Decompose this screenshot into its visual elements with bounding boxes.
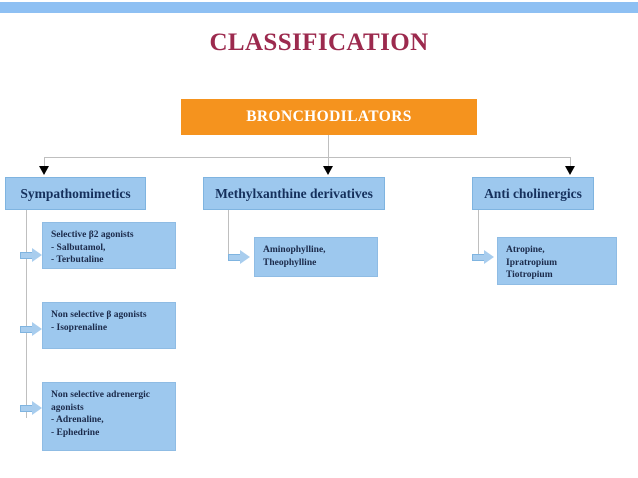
detail-node-line: Non selective β agonists: [51, 310, 147, 320]
connector-branch-left: [44, 157, 45, 174]
root-node-bronchodilators[interactable]: BRONCHODILATORS: [181, 99, 477, 135]
arrow-down-icon: [565, 166, 575, 175]
block-arrow-shaft: [228, 254, 241, 261]
block-arrow-right-icon: [20, 322, 42, 336]
detail-node-line: - Terbutaline: [51, 255, 104, 265]
detail-node-line: Aminophylline,: [263, 245, 326, 255]
detail-node-line: Atropine,: [506, 245, 545, 255]
block-arrow-shaft: [20, 326, 33, 333]
block-arrow-head: [32, 401, 42, 415]
connector-spine-left: [26, 210, 27, 418]
top-accent-band: [0, 2, 638, 13]
detail-node-line: Selective β2 agonists: [51, 230, 134, 240]
detail-node-line: - Adrenaline,: [51, 415, 104, 425]
detail-node-line: Theophylline: [263, 257, 317, 268]
category-node-label: Methylxanthine derivatives: [215, 185, 373, 201]
category-node-sympathomimetics[interactable]: Sympathomimetics: [5, 177, 146, 210]
block-arrow-shaft: [20, 405, 33, 412]
category-node-label: Sympathomimetics: [20, 185, 131, 201]
block-arrow-head: [240, 250, 250, 264]
category-node-methylxanthine-derivatives[interactable]: Methylxanthine derivatives: [203, 177, 385, 210]
block-arrow-shaft: [20, 252, 33, 259]
page-title: CLASSIFICATION: [209, 29, 429, 56]
detail-node-line: - Salbutamol,: [51, 242, 106, 253]
detail-node-non-selective-beta-agonists[interactable]: Non selective β agonists - Isoprenaline: [42, 302, 176, 349]
detail-node-line: agonists: [51, 402, 84, 413]
block-arrow-head: [32, 248, 42, 262]
block-arrow-head: [32, 322, 42, 336]
detail-node-line: Tiotropium: [506, 270, 553, 280]
connector-spine-right: [478, 210, 479, 257]
detail-node-line: - Ephedrine: [51, 427, 100, 438]
category-node-label: Anti cholinergics: [484, 185, 582, 201]
connector-branch-middle: [328, 157, 329, 174]
detail-node-non-selective-adrenergic-agonists[interactable]: Non selective adrenergic agonists - Adrena…: [42, 382, 176, 451]
arrow-down-icon: [323, 166, 333, 175]
connector-root-vertical: [328, 135, 329, 158]
block-arrow-right-icon: [228, 250, 250, 264]
block-arrow-right-icon: [20, 401, 42, 415]
arrow-down-icon: [39, 166, 49, 175]
connector-branch-right: [570, 157, 571, 174]
connector-horizontal-bus: [44, 157, 571, 158]
block-arrow-right-icon: [20, 248, 42, 262]
detail-node-line: Non selective adrenergic: [51, 390, 151, 400]
block-arrow-shaft: [472, 254, 485, 261]
block-arrow-head: [484, 250, 494, 264]
detail-node-selective-beta2-agonists[interactable]: Selective β2 agonists - Salbutamol, - Terb…: [42, 222, 176, 269]
detail-node-methylxanthines[interactable]: Aminophylline, Theophylline: [254, 237, 378, 277]
root-node-label: BRONCHODILATORS: [246, 108, 412, 125]
category-node-anti-cholinergics[interactable]: Anti cholinergics: [472, 177, 594, 210]
block-arrow-right-icon: [472, 250, 494, 264]
detail-node-line: - Isoprenaline: [51, 322, 108, 333]
detail-node-line: Ipratropium: [506, 257, 558, 268]
connector-spine-middle: [228, 210, 229, 257]
